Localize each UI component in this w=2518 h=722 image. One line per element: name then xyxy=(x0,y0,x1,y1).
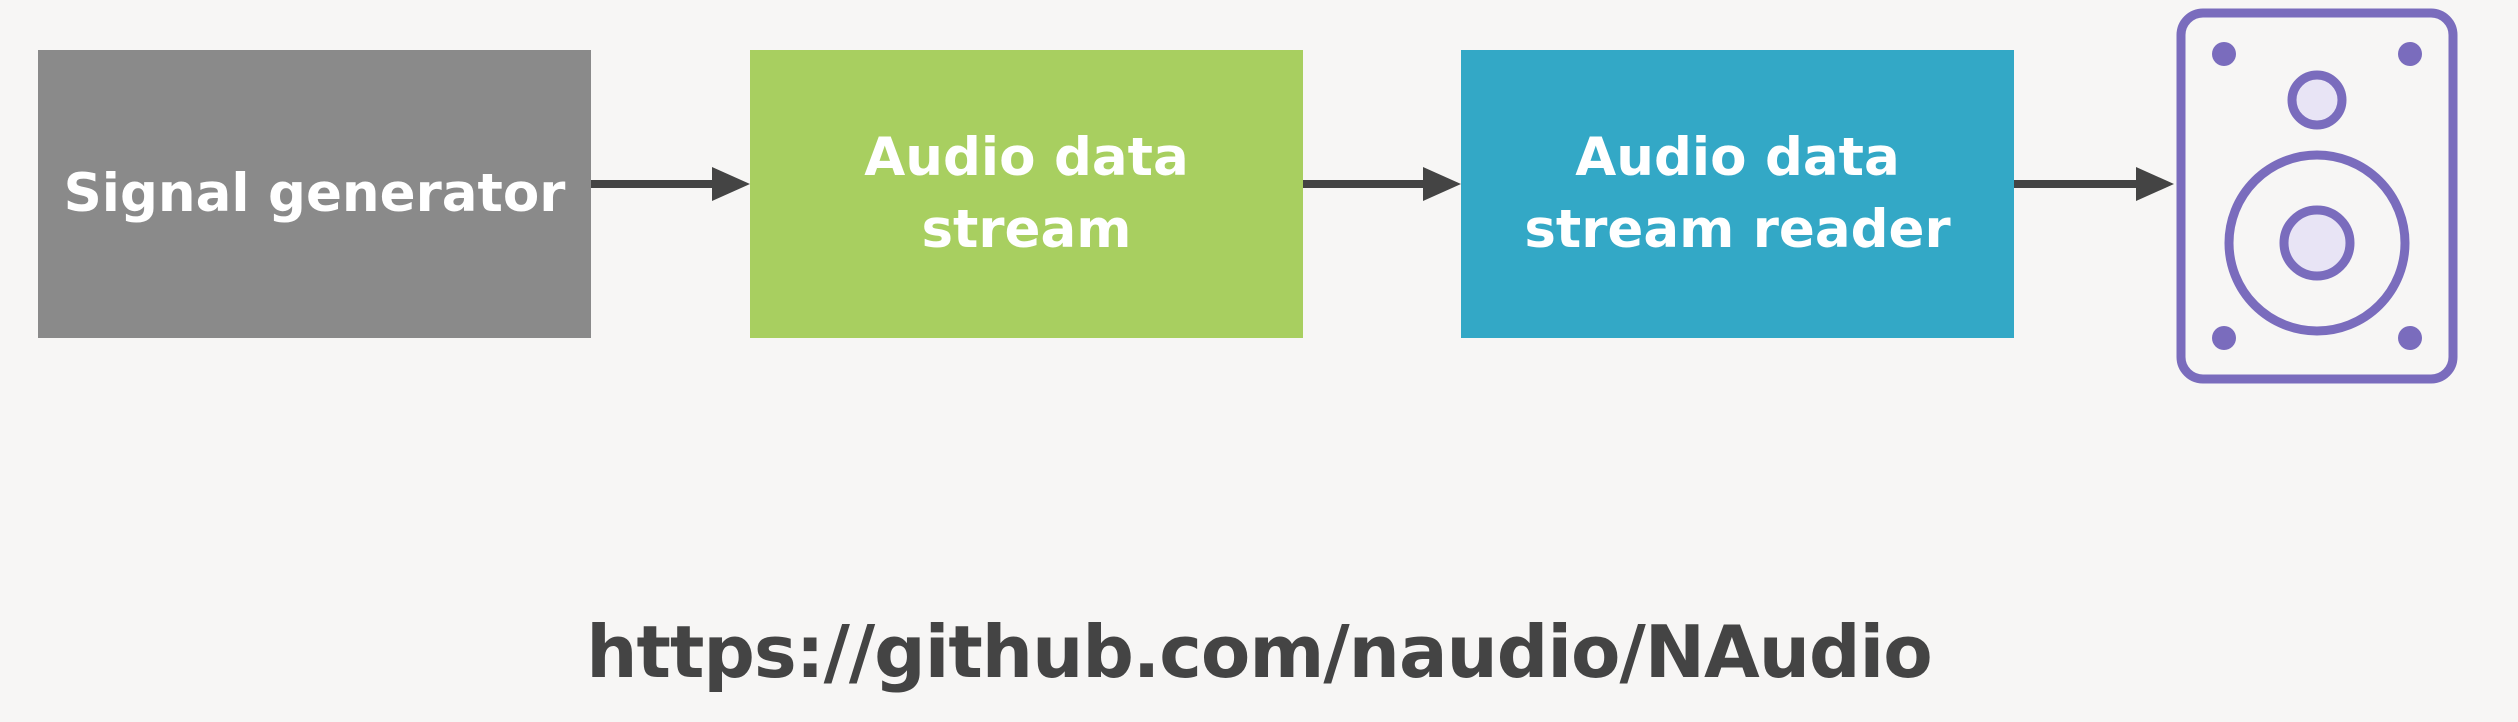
audio-data-stream-reader-node: Audio data stream reader xyxy=(1461,50,2014,338)
arrow-stream-to-reader xyxy=(1303,167,1461,201)
audio-data-stream-reader-label-line1: Audio data xyxy=(1575,127,1900,188)
arrow-generator-to-stream xyxy=(591,167,750,201)
audio-data-stream-node: Audio data stream xyxy=(750,50,1303,338)
audio-data-stream-label-line1: Audio data xyxy=(864,127,1189,188)
audio-data-stream-label-line2: stream xyxy=(921,199,1132,260)
signal-generator-label: Signal generator xyxy=(63,163,566,224)
speaker-icon xyxy=(2176,8,2458,384)
audio-data-stream-reader-label-line2: stream reader xyxy=(1524,199,1951,260)
arrow-reader-to-speaker xyxy=(2014,167,2174,201)
signal-generator-node: Signal generator xyxy=(38,50,591,338)
repository-url: https://github.com/naudio/NAudio xyxy=(586,610,1932,694)
